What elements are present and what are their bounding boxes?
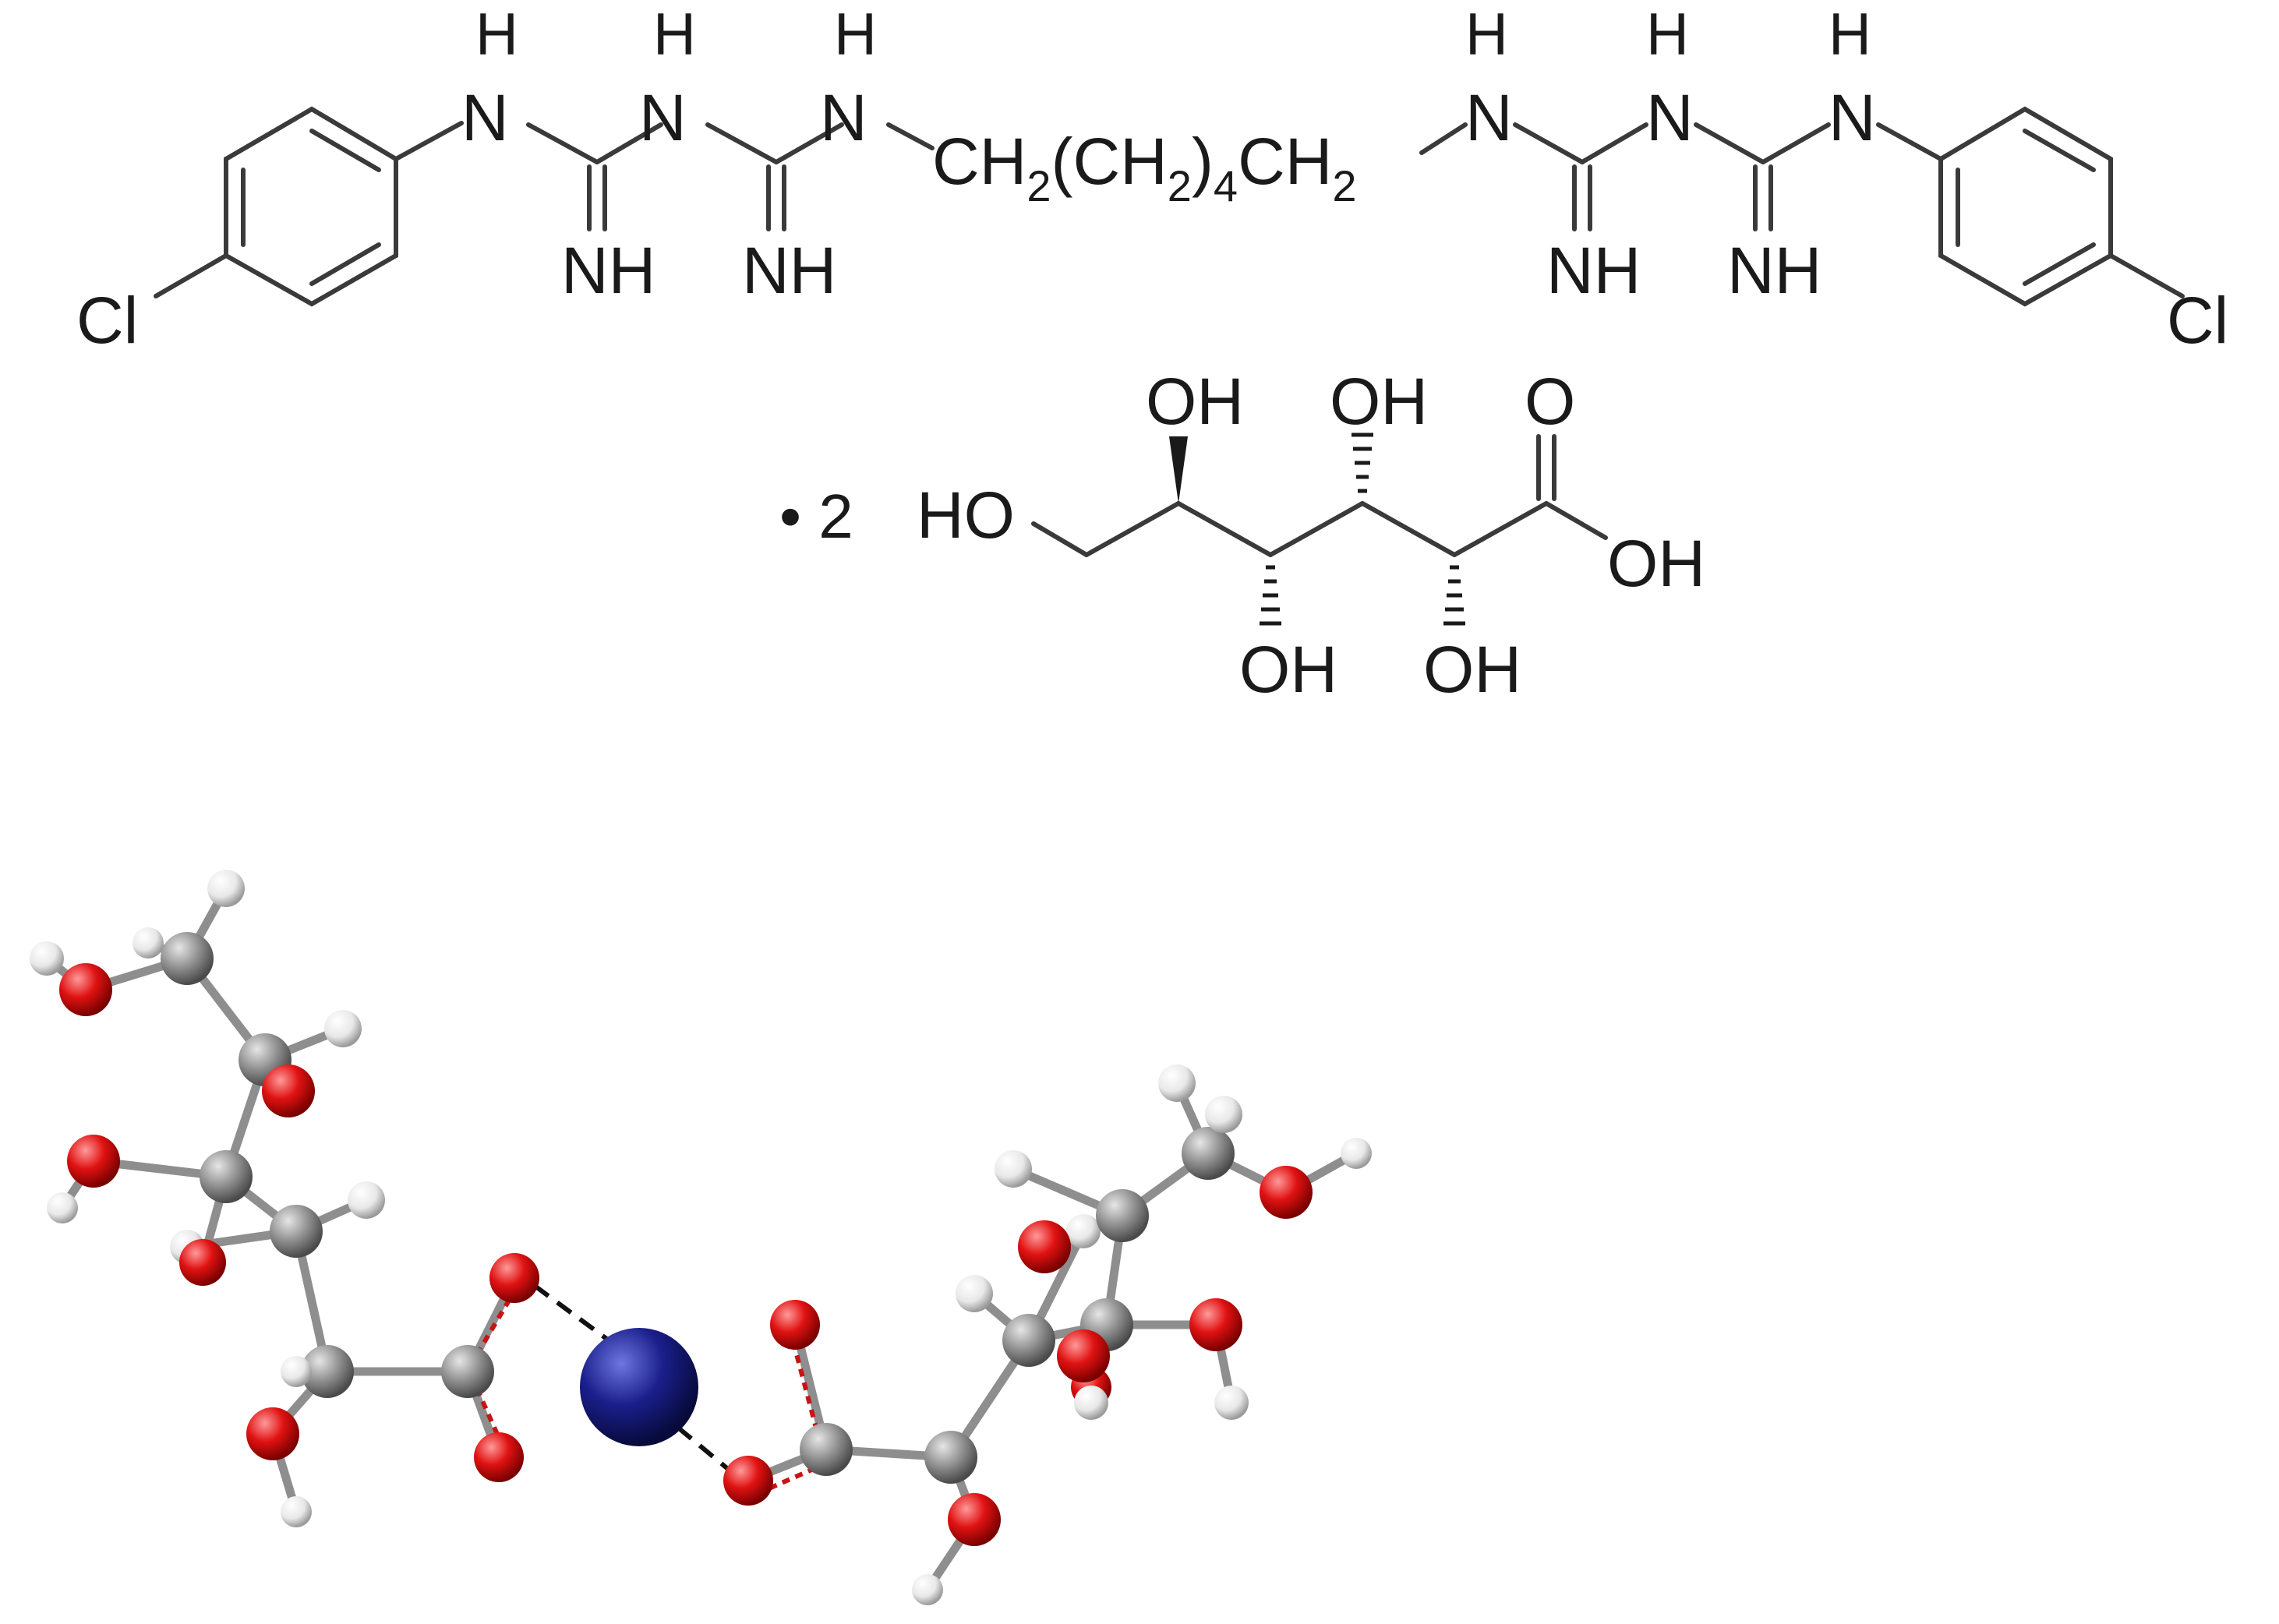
carbon-atom	[1002, 1314, 1055, 1367]
carbon-atom	[200, 1150, 253, 1203]
oxygen-atom	[948, 1493, 1001, 1546]
hydrogen-atom	[30, 941, 64, 976]
gluconic-acid-structure: • 2 HO OH OH OH OH O OH	[779, 365, 1705, 706]
carbon-atom	[441, 1345, 494, 1398]
nh-nitrogen-1: N	[461, 81, 509, 154]
hydrogen-atom	[132, 927, 164, 959]
carbon-atom	[924, 1431, 977, 1484]
nh-hydrogen-6: H	[1828, 2, 1871, 68]
oxygen-atom	[489, 1253, 539, 1303]
gluconic-labels: • 2 HO OH OH OH OH O OH	[779, 365, 1705, 706]
salt-multiplier: • 2	[779, 482, 853, 551]
carboxyl-oh: OH	[1607, 527, 1705, 600]
chlorhexidine-structure: Cl Cl H N H N H N NH NH CH2(CH2)4CH2 H N…	[76, 2, 2228, 357]
oxygen-atom	[1057, 1329, 1110, 1382]
carbon-atom	[1182, 1127, 1235, 1180]
oxygen-atom	[474, 1432, 524, 1482]
oxygen-atom	[59, 963, 112, 1016]
hydrogen-atom	[1158, 1064, 1196, 1102]
hydrogen-atom	[1214, 1386, 1249, 1420]
hydrogen-atom	[281, 1496, 312, 1527]
right-biguanide-bonds	[1419, 122, 1943, 231]
imine-nh-1: NH	[561, 234, 655, 307]
oxygen-atom	[262, 1064, 315, 1117]
model-bonds	[42, 884, 1361, 1594]
hydrogen-atom	[324, 1010, 362, 1047]
hydroxyl-c4: OH	[1239, 633, 1337, 706]
right-benzene-ring	[1938, 106, 2185, 307]
hydrogen-atom	[281, 1356, 312, 1387]
nh-hydrogen-2: H	[653, 2, 696, 68]
cation-atom	[580, 1328, 698, 1446]
hydroxyl-ho: HO	[917, 478, 1015, 552]
nh-nitrogen-4: N	[1465, 81, 1513, 154]
carbon-atom	[301, 1345, 354, 1398]
hydrogen-atom	[348, 1181, 385, 1219]
nh-hydrogen-3: H	[834, 2, 877, 68]
left-benzene-ring	[154, 106, 464, 307]
hydroxyl-c6: OH	[1423, 633, 1521, 706]
carbon-atom	[800, 1423, 853, 1476]
model-atoms	[30, 870, 1372, 1605]
carbon-atom	[161, 932, 214, 985]
hashed-bond-c5-up	[1352, 432, 1373, 493]
oxygen-atom	[723, 1456, 773, 1506]
oxygen-atom	[1018, 1220, 1071, 1273]
imine-nh-4: NH	[1727, 234, 1821, 307]
left-chloro-label: Cl	[76, 284, 138, 357]
carbon-atom	[1096, 1189, 1149, 1242]
hydrogen-atom	[1066, 1214, 1101, 1248]
methylene-start: CH2(CH2)4CH2	[932, 125, 1357, 210]
hydrogen-atom	[207, 870, 245, 907]
hashed-bond-c6-down	[1443, 565, 1465, 626]
gluconic-bonds	[1031, 432, 1608, 626]
hydrogen-atom	[912, 1574, 943, 1605]
wedge-bond	[1169, 436, 1188, 503]
hydrogen-atom	[47, 1192, 78, 1223]
hydroxyl-c3: OH	[1146, 365, 1244, 438]
ball-and-stick-model	[30, 870, 1372, 1605]
chlorhexidine-labels: Cl Cl H N H N H N NH NH CH2(CH2)4CH2 H N…	[76, 2, 2228, 357]
hashed-bond-c4-down	[1260, 565, 1281, 626]
hydroxyl-c5: OH	[1330, 365, 1428, 438]
nh-nitrogen-5: N	[1646, 81, 1694, 154]
oxygen-atom	[1189, 1298, 1242, 1351]
hydrogen-atom	[956, 1275, 993, 1312]
hydrogen-atom	[995, 1150, 1032, 1188]
imine-nh-2: NH	[742, 234, 836, 307]
oxygen-atom	[67, 1135, 120, 1188]
nh-hydrogen-4: H	[1465, 2, 1508, 68]
carbonyl-oxygen: O	[1525, 365, 1575, 438]
nh-nitrogen-6: N	[1828, 81, 1876, 154]
imine-nh-3: NH	[1546, 234, 1641, 307]
oxygen-atom	[246, 1407, 299, 1460]
nh-hydrogen-5: H	[1646, 2, 1689, 68]
oxygen-atom	[179, 1239, 226, 1286]
oxygen-atom	[770, 1300, 820, 1350]
oxygen-atom	[1260, 1166, 1313, 1219]
right-chloro-label: Cl	[2167, 284, 2228, 357]
left-biguanide-bonds	[526, 122, 935, 231]
hydrogen-atom	[1074, 1386, 1108, 1420]
hydrogen-atom	[1341, 1138, 1372, 1169]
carbon-atom	[270, 1205, 323, 1258]
nh-nitrogen-3: N	[820, 81, 867, 154]
hydrogen-atom	[1205, 1096, 1242, 1133]
nh-nitrogen-2: N	[639, 81, 687, 154]
nh-hydrogen-1: H	[475, 2, 518, 68]
